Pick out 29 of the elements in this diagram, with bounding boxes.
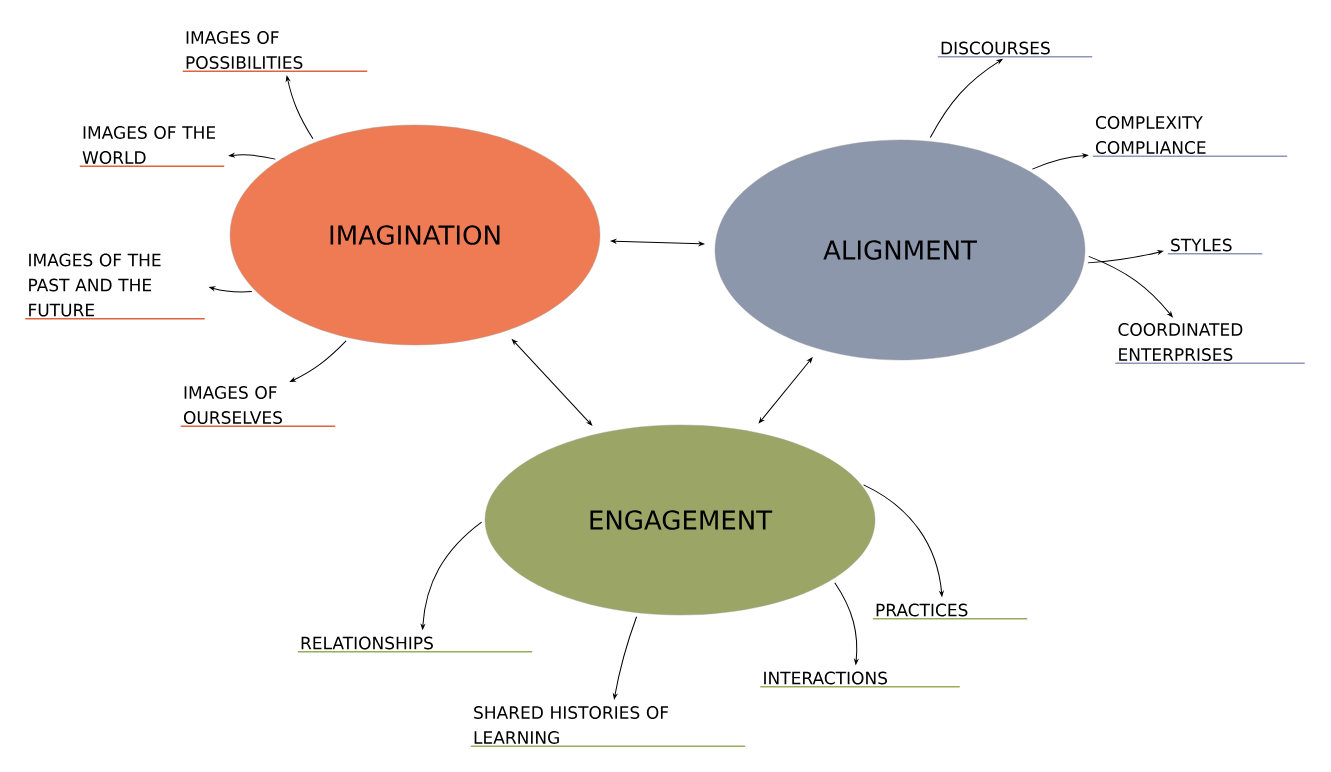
arrow <box>610 239 705 246</box>
underlined-label: DISCOURSES <box>937 41 1093 58</box>
arrow <box>420 521 483 630</box>
arrow <box>285 75 314 140</box>
ellipse-node: IMAGINATION <box>229 124 601 346</box>
underlined-label: RELATIONSHIPS <box>297 636 533 653</box>
arrow <box>758 357 813 424</box>
arrow <box>290 340 347 382</box>
ellipse-node: ENGAGEMENT <box>484 424 876 616</box>
arrow <box>863 484 944 597</box>
underlined-label: IMAGES OF POSSIBILITIES <box>182 31 368 72</box>
arrow <box>1087 250 1164 264</box>
underlined-label: IMAGES OF THE WORLD <box>79 126 225 167</box>
arrow <box>1031 153 1088 170</box>
arrow <box>834 582 859 665</box>
underlined-label: IMAGES OF OURSELVES <box>180 386 336 427</box>
underlined-label: STYLES <box>1167 238 1263 255</box>
ellipse-node: ALIGNMENT <box>714 139 1086 361</box>
underlined-label: SHARED HISTORIES OF LEARNING <box>470 706 746 747</box>
arrow <box>929 59 1003 139</box>
underlined-label: COORDINATED ENTERPRISES <box>1114 323 1306 364</box>
underlined-label: IMAGES OF THE PAST AND THE FUTURE <box>24 253 206 320</box>
underlined-label: COMPLEXITY COMPLIANCE <box>1092 116 1288 157</box>
arrow <box>613 616 638 700</box>
arrow <box>511 339 593 426</box>
arrow <box>1088 255 1173 318</box>
underlined-label: INTERACTIONS <box>759 671 961 688</box>
arrow <box>229 153 276 160</box>
arrow <box>209 286 253 293</box>
